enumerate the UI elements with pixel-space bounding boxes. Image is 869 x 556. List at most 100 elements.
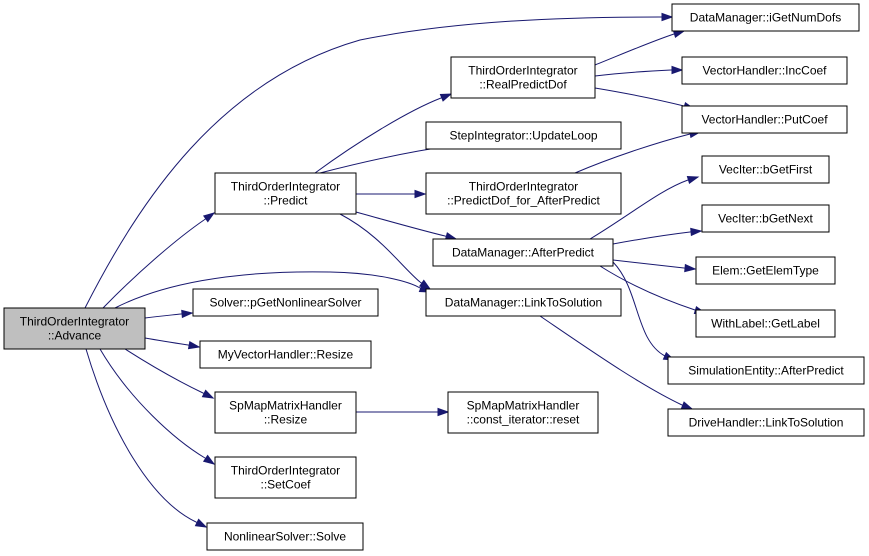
edge-line-tail	[419, 281, 431, 290]
node-label: ::PredictDof_for_AfterPredict	[447, 194, 600, 208]
edge-predict-to-realpredict	[314, 93, 453, 174]
node-box	[206, 522, 364, 551]
edge-line-tail	[204, 457, 215, 465]
edge-predict-to-dmlink	[339, 213, 432, 290]
node-dmlink[interactable]: DataManager::LinkToSolution	[425, 288, 622, 317]
node-box	[425, 121, 622, 150]
node-box	[450, 56, 596, 99]
edge-line-tail	[195, 521, 207, 528]
node-box	[667, 408, 865, 437]
node-spreset[interactable]: SpMapMatrixHandler::const_iterator::rese…	[447, 391, 599, 434]
node-bgetfirst[interactable]: VecIter::bGetFirst	[701, 155, 830, 184]
node-bgetnext[interactable]: VecIter::bGetNext	[701, 204, 830, 233]
node-box	[667, 356, 865, 385]
edge-line-tail	[202, 392, 214, 399]
edge-root-to-myvresize	[144, 337, 201, 350]
node-box	[214, 391, 357, 434]
node-label: ThirdOrderIntegrator	[20, 315, 129, 329]
node-drivelink[interactable]: DriveHandler::LinkToSolution	[667, 408, 865, 437]
edge-line	[99, 348, 206, 459]
edge-line	[85, 348, 197, 523]
edge-line	[144, 313, 182, 319]
edge-line	[612, 261, 666, 357]
node-box	[695, 309, 836, 338]
edge-line-tail	[187, 344, 200, 348]
node-box	[681, 105, 848, 134]
edge-line	[594, 33, 675, 66]
node-label: ThirdOrderIntegrator	[468, 64, 577, 78]
node-box	[432, 238, 614, 267]
node-box	[425, 172, 622, 215]
node-label: VectorHandler::IncCoef	[702, 64, 827, 78]
node-box	[192, 288, 379, 317]
node-getsolver[interactable]: Solver::pGetNonlinearSolver	[192, 288, 379, 317]
node-getlabel[interactable]: WithLabel::GetLabel	[695, 309, 836, 338]
node-getelemtype[interactable]: Elem::GetElemType	[695, 256, 836, 285]
node-realpredict[interactable]: ThirdOrderIntegrator::RealPredictDof	[450, 56, 596, 99]
node-setcoef[interactable]: ThirdOrderIntegrator::SetCoef	[214, 456, 357, 499]
edge-line	[355, 211, 446, 237]
node-myvresize[interactable]: MyVectorHandler::Resize	[199, 340, 372, 369]
node-label: StepIntegrator::UpdateLoop	[449, 129, 597, 143]
edge-realpredict-to-inccoef	[594, 65, 684, 77]
edge-dmafter-to-bgetnext	[612, 227, 703, 245]
node-label: ThirdOrderIntegrator	[469, 180, 578, 194]
node-dmafter[interactable]: DataManager::AfterPredict	[432, 238, 614, 267]
edge-predict-to-dmafter	[355, 211, 458, 241]
node-label: SimulationEntity::AfterPredict	[688, 364, 844, 378]
node-updateloop[interactable]: StepIntegrator::UpdateLoop	[425, 121, 622, 150]
edge-root-to-spresize	[124, 348, 215, 399]
node-predict[interactable]: ThirdOrderIntegrator::Predict	[214, 172, 357, 215]
edge-root-to-nlsolve	[85, 348, 208, 528]
node-label: WithLabel::GetLabel	[711, 317, 820, 331]
edge-line	[84, 16, 661, 309]
edge-line	[594, 87, 685, 107]
node-seafter[interactable]: SimulationEntity::AfterPredict	[667, 356, 865, 385]
edge-line	[612, 259, 685, 269]
node-label: ::Advance	[48, 329, 102, 343]
edge-line-tail	[681, 404, 693, 410]
node-box	[701, 204, 830, 233]
node-numdofs[interactable]: DataManager::iGetNumDofs	[671, 3, 860, 32]
node-label: ::Resize	[264, 413, 308, 427]
node-label: VecIter::bGetFirst	[719, 163, 813, 177]
edge-root-to-predict	[102, 212, 216, 309]
edge-line-tail	[689, 230, 702, 233]
edge-line	[594, 69, 672, 77]
edge-line	[612, 231, 691, 245]
node-label: ThirdOrderIntegrator	[231, 180, 340, 194]
node-root[interactable]: ThirdOrderIntegrator::Advance	[3, 307, 146, 350]
edge-line	[574, 133, 691, 174]
node-box	[3, 307, 146, 350]
node-label: DataManager::AfterPredict	[452, 246, 595, 260]
node-label: VecIter::bGetNext	[718, 212, 813, 226]
edge-line	[102, 219, 205, 309]
edge-root-to-numdofs	[84, 12, 674, 309]
node-box	[695, 256, 836, 285]
node-inccoef[interactable]: VectorHandler::IncCoef	[681, 56, 848, 85]
edge-spresize-to-spreset	[356, 407, 450, 417]
edge-realpredict-to-putcoef	[594, 87, 696, 111]
edge-line-tail	[203, 212, 215, 221]
edge-line	[144, 337, 189, 346]
call-edges	[84, 12, 707, 528]
node-spresize[interactable]: SpMapMatrixHandler::Resize	[214, 391, 357, 434]
node-predictdof[interactable]: ThirdOrderIntegrator::PredictDof_for_Aft…	[425, 172, 622, 215]
node-box	[214, 172, 357, 215]
node-box	[199, 340, 372, 369]
edge-line-tail	[180, 312, 193, 315]
node-label: MyVectorHandler::Resize	[218, 348, 354, 362]
node-label: Solver::pGetNonlinearSolver	[209, 296, 361, 310]
node-nlsolve[interactable]: NonlinearSolver::Solve	[206, 522, 364, 551]
edge-line-tail	[683, 267, 696, 270]
edge-realpredict-to-numdofs	[594, 29, 686, 66]
node-label: NonlinearSolver::Solve	[224, 530, 346, 544]
node-label: DataManager::iGetNumDofs	[690, 11, 841, 25]
node-putcoef[interactable]: VectorHandler::PutCoef	[681, 105, 848, 134]
node-label: SpMapMatrixHandler	[467, 399, 580, 413]
edge-line	[539, 315, 683, 406]
edge-dmlink-to-drivelink	[539, 315, 694, 410]
edge-line-tail	[440, 93, 452, 99]
node-label: VectorHandler::PutCoef	[701, 113, 828, 127]
node-label: ThirdOrderIntegrator	[231, 464, 340, 478]
